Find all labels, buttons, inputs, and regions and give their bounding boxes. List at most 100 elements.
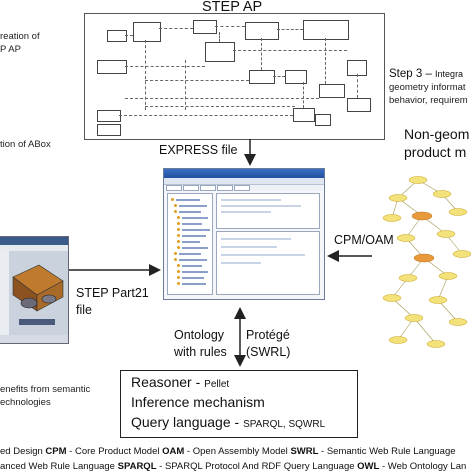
- class-icon: [177, 282, 180, 285]
- inference-line: Inference mechanism: [131, 394, 265, 410]
- protege-description-pane: [216, 193, 320, 229]
- class-row: [182, 235, 206, 237]
- graph-node: [432, 190, 452, 198]
- legend-term-owl: OWL: [357, 461, 380, 472]
- protege-label-1: Protégé: [246, 328, 290, 342]
- class-icon: [177, 228, 180, 231]
- step3-dash: –: [422, 68, 436, 80]
- graph-node: [382, 294, 402, 302]
- class-row: [179, 259, 207, 261]
- class-icon: [177, 240, 180, 243]
- class-row: [182, 223, 202, 225]
- class-icon: [174, 210, 177, 213]
- graph-node-highlighted: [413, 253, 435, 263]
- step3-line-3: behavior, requirem: [389, 95, 468, 106]
- class-row: [182, 283, 206, 285]
- protege-screenshot: [163, 168, 325, 300]
- protege-tab: [217, 185, 233, 191]
- class-icon: [171, 198, 174, 201]
- step3-line-2: geometry informat: [389, 82, 466, 93]
- left-note-benefits-1: enefits from semantic: [0, 384, 91, 395]
- graph-node: [388, 336, 408, 344]
- graph-node: [426, 340, 446, 348]
- class-row: [182, 271, 208, 273]
- graph-node: [404, 314, 424, 322]
- uml-entity: [249, 70, 275, 84]
- step3-rest: Integra: [435, 69, 464, 79]
- protege-tabs: [166, 185, 322, 191]
- ontology-label-2: with rules: [174, 345, 227, 359]
- graph-node: [436, 230, 456, 238]
- description-row: [221, 205, 301, 207]
- uml-connector: [145, 106, 295, 107]
- class-row: [182, 229, 210, 231]
- class-row: [182, 247, 208, 249]
- uml-connector: [125, 66, 205, 67]
- legend-term-oam: OAM: [162, 446, 185, 457]
- description-row: [221, 211, 271, 213]
- graph-node: [428, 296, 448, 304]
- uml-connector: [125, 35, 133, 36]
- graph-node: [396, 234, 416, 242]
- non-geometric-title-2: product m: [404, 144, 467, 160]
- left-note-creation-1: reation of: [0, 31, 40, 42]
- graph-node: [388, 194, 408, 202]
- left-note-abox: tion of ABox: [0, 139, 51, 150]
- class-icon: [174, 252, 177, 255]
- step3-label: Step 3: [389, 68, 423, 80]
- uml-entity: [97, 110, 121, 122]
- legend-text: - SPARQL Protocol And RDF Query Language: [156, 461, 358, 472]
- uml-connector: [119, 115, 293, 116]
- protege-property-pane: [216, 231, 320, 295]
- cpm-oam-label: CPM/OAM: [334, 233, 394, 247]
- legend-text: ed Design: [0, 446, 46, 457]
- graph-node: [452, 250, 472, 258]
- class-icon: [177, 264, 180, 267]
- property-row: [221, 254, 305, 256]
- express-file-label: EXPRESS file: [159, 143, 238, 157]
- ontology-label-1: Ontology: [174, 328, 225, 342]
- uml-connector: [277, 29, 303, 30]
- uml-connector: [325, 38, 326, 84]
- cad-model-screenshot: [0, 236, 69, 344]
- protege-tab: [166, 185, 182, 191]
- uml-connector: [357, 74, 358, 98]
- class-icon: [177, 216, 180, 219]
- legend-term-sparql: SPARQL: [117, 461, 157, 472]
- query-languages: SPARQL, SQWRL: [243, 419, 326, 430]
- non-geometric-title-1: Non-geom: [404, 126, 470, 142]
- left-note-creation-2: P AP: [0, 44, 21, 55]
- legend-text: - Web Ontology Lan: [379, 461, 467, 472]
- step-part21-label: STEP Part21: [76, 286, 149, 300]
- class-row: [182, 277, 204, 279]
- uml-entity: [347, 98, 371, 112]
- graph-node: [398, 274, 418, 282]
- uml-entity: [97, 124, 121, 136]
- class-row: [179, 253, 201, 255]
- uml-entity: [97, 60, 127, 74]
- class-icon: [177, 276, 180, 279]
- class-icon: [177, 234, 180, 237]
- protege-class-tree: [167, 193, 213, 295]
- class-icon: [174, 258, 177, 261]
- uml-connector: [215, 26, 245, 27]
- protege-titlebar: [164, 169, 324, 178]
- class-row: [182, 217, 208, 219]
- class-icon: [177, 222, 180, 225]
- graph-node: [408, 176, 428, 184]
- uml-connector: [145, 80, 249, 81]
- uml-connector: [261, 38, 262, 70]
- legend-line-2: anced Web Rule Language SPARQL - SPARQL …: [0, 461, 466, 472]
- description-row: [221, 199, 281, 201]
- class-icon: [177, 270, 180, 273]
- uml-entity: [315, 114, 331, 126]
- graph-node: [438, 272, 458, 280]
- query-label: Query language -: [131, 414, 244, 430]
- protege-menubar: [164, 178, 324, 185]
- uml-connector: [185, 60, 186, 110]
- uml-connector: [273, 76, 285, 77]
- protege-label-2: (SWRL): [246, 345, 291, 359]
- class-row: [182, 241, 200, 243]
- uml-entity: [133, 22, 161, 42]
